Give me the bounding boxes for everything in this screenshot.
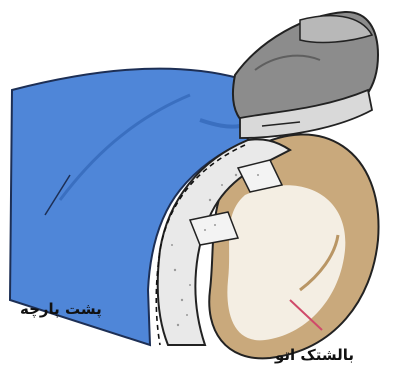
iron xyxy=(233,12,378,138)
fabric-back-label: پشت پارچه xyxy=(20,300,102,318)
ironing-pad-label: بالشتک اتو xyxy=(275,346,354,364)
